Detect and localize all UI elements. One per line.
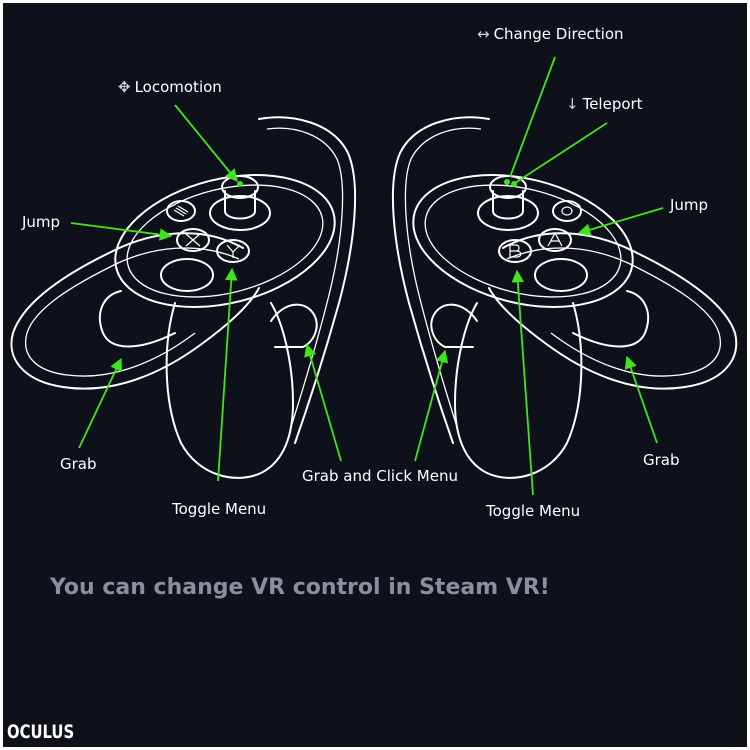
right-thumbstick-cap (489, 175, 527, 199)
down-arrow-icon: ↓ (566, 95, 579, 113)
label-locomotion: ✥Locomotion (118, 78, 222, 96)
oculus-logo-text: OCULUS (7, 721, 75, 743)
diagram-canvas: ↔Change Direction ↓Teleport ✥Locomotion … (3, 3, 747, 747)
arrow-grab-left (78, 357, 122, 449)
arrow-grab-right (624, 355, 658, 444)
left-controller (10, 116, 357, 479)
right-oculus-button (552, 200, 582, 222)
left-thumbstick-cap (221, 175, 259, 199)
left-y-button (216, 239, 250, 263)
dot-teleport (511, 181, 517, 187)
move-arrows-icon: ✥ (118, 78, 131, 96)
left-thumbstick-shaft (224, 190, 256, 220)
label-toggle-menu-left: Toggle Menu (172, 500, 267, 518)
right-b-glyph (509, 244, 522, 258)
left-face-plate-inner (126, 184, 324, 298)
right-grip-band-inner (404, 127, 482, 428)
arrow-jump-left (70, 222, 173, 241)
right-index-trigger (430, 303, 478, 348)
right-grip-band (391, 116, 490, 444)
right-tracking-ring-inner (506, 247, 721, 377)
label-jump-left: Jump (22, 213, 61, 231)
right-tracking-ring (488, 232, 738, 390)
left-menu-glyph (173, 205, 189, 217)
right-b-button (498, 239, 532, 263)
left-menu-button (166, 200, 196, 222)
left-thumbstick-base (209, 195, 271, 231)
label-change-direction: ↔Change Direction (477, 25, 624, 43)
steam-vr-note: You can change VR control in Steam VR! (50, 575, 550, 600)
arrow-change-direction (509, 56, 556, 178)
dot-change-direction (504, 179, 510, 185)
arrow-teleport (514, 122, 608, 184)
left-right-arrow-icon: ↔ (477, 25, 490, 43)
arrow-toggle-menu-right (511, 269, 534, 496)
left-index-trigger (270, 303, 318, 348)
left-handle (165, 302, 294, 479)
right-handle (454, 302, 583, 479)
left-x-glyph (185, 233, 201, 247)
controllers-illustration (10, 56, 738, 496)
callout-arrows (70, 56, 664, 496)
arrow-toggle-menu-left (217, 267, 238, 482)
right-thumbstick-shaft (492, 190, 524, 220)
right-oculus-glyph (561, 206, 573, 216)
right-thumb-rest (534, 258, 588, 292)
left-tracking-ring-inner (25, 247, 240, 377)
right-grip-trigger (572, 290, 650, 348)
label-grab-right: Grab (643, 451, 680, 469)
left-x-button (176, 228, 210, 252)
right-controller (391, 116, 738, 479)
right-a-glyph (547, 231, 563, 247)
label-teleport: ↓Teleport (566, 95, 643, 113)
left-y-glyph (226, 244, 241, 258)
arrow-jump-right (577, 207, 664, 236)
left-thumb-rest (160, 258, 214, 292)
right-a-button (538, 228, 572, 252)
label-jump-right: Jump (670, 196, 709, 214)
label-grab-left: Grab (60, 455, 97, 473)
left-grip-trigger (98, 290, 176, 348)
right-face-plate-inner (424, 184, 622, 298)
label-toggle-menu-right: Toggle Menu (486, 502, 581, 520)
arrow-locomotion (174, 104, 238, 182)
left-tracking-ring (10, 232, 260, 390)
label-grab-click-menu: Grab and Click Menu (302, 467, 458, 485)
left-grip-band (258, 116, 357, 444)
right-thumbstick-base (477, 195, 539, 231)
right-face-plate (412, 174, 634, 308)
left-grip-band-inner (266, 127, 344, 428)
arrow-grab-click-right (414, 349, 449, 462)
arrow-grab-click-left (304, 343, 342, 462)
dot-locomotion (237, 181, 243, 187)
left-face-plate (114, 174, 336, 308)
